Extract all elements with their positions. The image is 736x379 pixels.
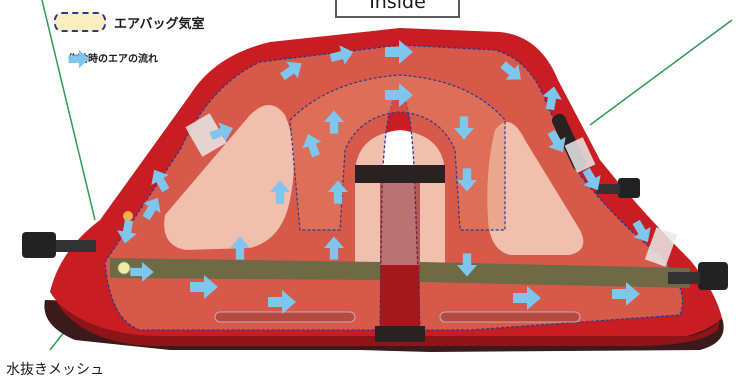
legend-air-chamber-label: エアバッグ気室 — [114, 13, 204, 32]
center-strap-bottom — [375, 326, 425, 342]
deflation-port — [118, 262, 130, 274]
view-label-tab: Inside — [335, 0, 460, 18]
drain-mesh-label: 水抜きメッシュ — [6, 359, 104, 379]
legend-air-chamber: エアバッグ気室 — [54, 12, 204, 32]
view-label: Inside — [369, 0, 426, 13]
legend-airflow: 作動時のエアの流れ — [60, 50, 158, 65]
bottom-slot-left — [215, 312, 355, 322]
bottom-slot-right — [440, 312, 580, 322]
air-chamber-swatch — [54, 12, 106, 32]
leader-line-left — [42, 0, 95, 220]
inflation-port — [123, 211, 133, 221]
center-strap-top — [355, 165, 445, 183]
vertical-strap — [380, 183, 420, 326]
airflow-arrow-icon — [60, 50, 98, 68]
leader-line-right — [590, 20, 732, 125]
